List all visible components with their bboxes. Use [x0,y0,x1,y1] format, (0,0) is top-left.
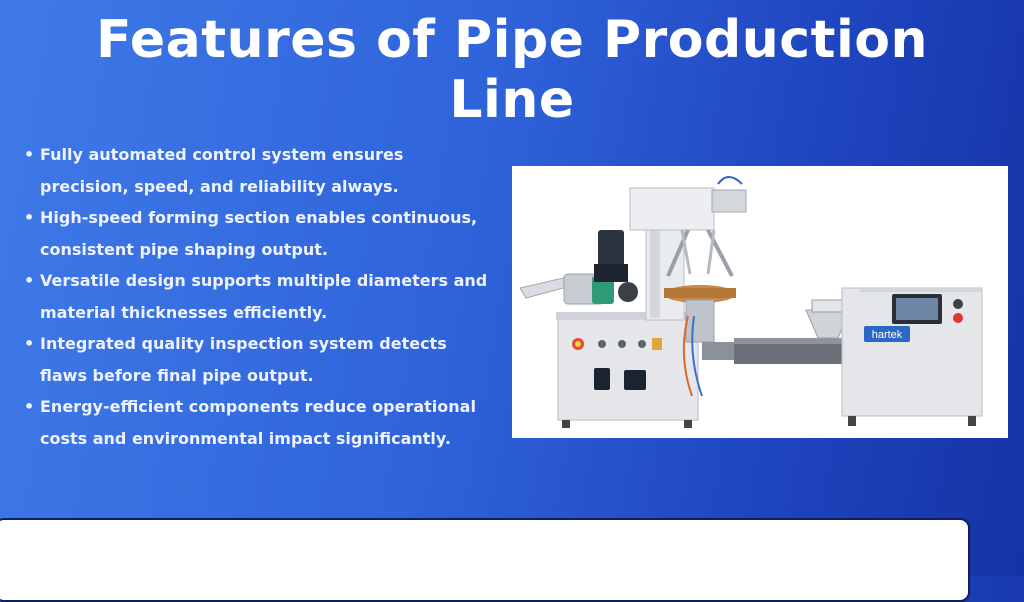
feature-text: High-speed forming section enables conti… [40,208,478,259]
cable [682,315,693,397]
feature-item: • High-speed forming section enables cont… [22,202,492,265]
feature-list: • Fully automated control system ensures … [22,139,492,454]
forming-column [645,223,685,321]
control-cabinet [556,312,700,428]
bullet-icon: • [24,271,35,290]
bullet-icon: • [24,208,35,227]
feature-item: • Fully automated control system ensures … [22,139,492,202]
bullet-icon: • [24,334,35,353]
feature-item: • Energy-efficient components reduce oper… [22,391,492,454]
feature-item: • Integrated quality inspection system de… [22,328,492,391]
extruder-cabinet: hartek [841,287,983,426]
bullet-icon: • [24,145,35,164]
feature-text: Versatile design supports multiple diame… [40,271,488,322]
feature-text: Integrated quality inspection system det… [40,334,447,385]
feature-text: Energy-efficient components reduce opera… [40,397,476,448]
cable [691,315,703,397]
bottom-card [0,518,970,602]
pipe-machine-illustration: hartek [519,176,983,428]
drive-motor [594,230,628,282]
feed-roller-arm [519,273,638,305]
die-assembly [664,285,744,360]
forming-head [629,176,747,277]
feature-item: • Versatile design supports multiple diam… [22,265,492,328]
feed-hopper [805,299,851,339]
brand-plate-text: hartek [872,329,903,341]
bullet-icon: • [24,397,35,416]
feature-text: Fully automated control system ensures p… [40,145,404,196]
machine-photo: hartek [512,166,1008,438]
slide-title: Features of Pipe Production Line [95,10,929,130]
